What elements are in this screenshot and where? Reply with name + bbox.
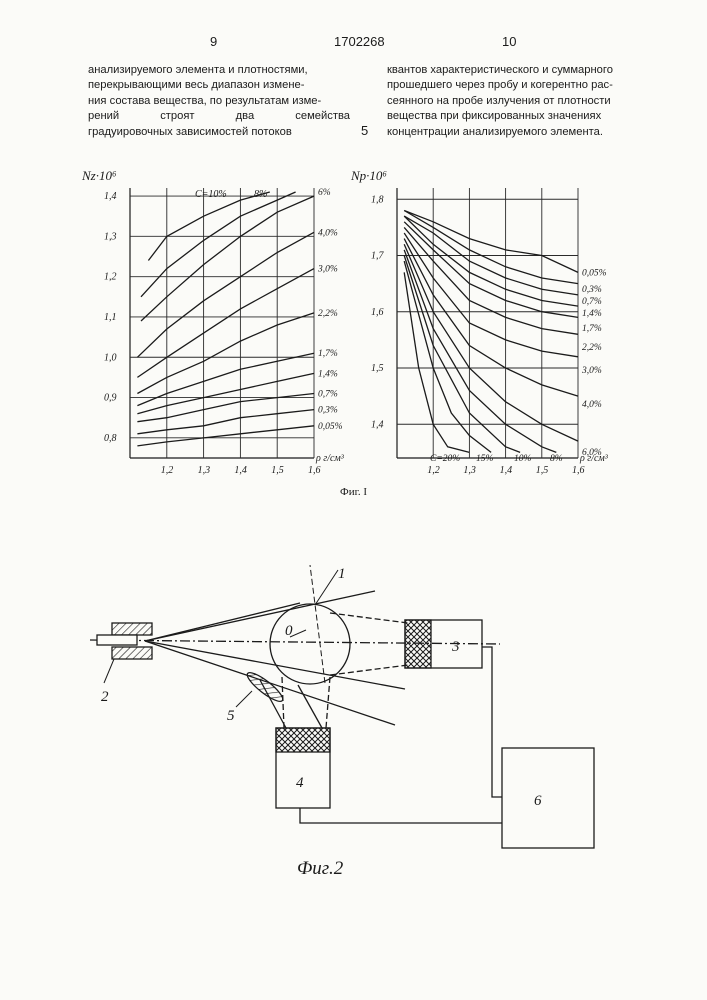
detector-3-window xyxy=(405,620,431,668)
series-label: 0,05% xyxy=(318,422,343,432)
x-tick-label: 1,3 xyxy=(463,465,476,476)
series-label: 6,0% xyxy=(582,448,602,458)
series-line-8 xyxy=(404,250,556,453)
x-tick-label: 1,2 xyxy=(161,465,174,476)
patent-number: 1702268 xyxy=(334,34,385,49)
label-2: 2 xyxy=(101,689,109,705)
series-line-005 xyxy=(137,426,314,446)
series-line-17 xyxy=(404,222,578,318)
series-label: 0,7% xyxy=(318,390,338,400)
curve-annotation: 8% xyxy=(254,189,267,200)
series-label: 6% xyxy=(318,188,331,198)
text-line: вещества при фиксированных значениях xyxy=(387,109,649,124)
series-label: 3,0% xyxy=(581,366,602,376)
x-tick-label: 1,6 xyxy=(308,465,321,476)
series-label: 4,0% xyxy=(318,228,338,238)
unit-6 xyxy=(502,748,594,848)
y-tick-label: 1,4 xyxy=(104,191,117,202)
curve-annotation: 8% xyxy=(550,454,563,464)
series-label: 4,0% xyxy=(582,400,602,410)
series-line-03 xyxy=(137,410,314,434)
x-tick-label: 1,4 xyxy=(500,465,512,476)
text-line: рений строят два семейства xyxy=(88,109,350,124)
source-collimator-top xyxy=(112,623,152,635)
page-number-left: 9 xyxy=(210,34,217,49)
source-collimator-bottom xyxy=(112,647,152,659)
series-label: 0,3% xyxy=(582,285,602,295)
x-tick-label: 1,2 xyxy=(427,465,440,476)
label-1: 1 xyxy=(338,566,346,582)
series-label: 1,4% xyxy=(318,369,338,379)
y-tick-label: 1,7 xyxy=(371,251,385,262)
y-tick-label: 1,3 xyxy=(104,231,117,242)
series-line-22 xyxy=(404,227,578,334)
y-tick-label: 1,0 xyxy=(104,352,117,363)
figure-2-apparatus: 2 1 0 3 4 5 6 xyxy=(0,565,707,905)
label-5: 5 xyxy=(227,708,235,724)
series-label: 2,2% xyxy=(582,343,602,353)
series-line-14 xyxy=(404,216,578,306)
text-line: квантов характеристического и суммарного xyxy=(387,63,649,78)
y-tick-label: 1,6 xyxy=(371,307,384,318)
label-0: 0 xyxy=(285,623,293,639)
series-label: 0,3% xyxy=(318,406,338,416)
label-4: 4 xyxy=(296,775,304,791)
y-tick-label: 1,2 xyxy=(104,272,117,283)
series-label: 0,7% xyxy=(582,297,602,307)
curve-annotation: C=10% xyxy=(195,189,227,200)
text-line: прошедшего через пробу и когерентно рас- xyxy=(387,78,649,93)
series-line-40 xyxy=(137,232,314,357)
series-label: 1,7% xyxy=(318,349,338,359)
chart-np-vs-density: 1,21,31,41,51,61,41,51,61,71,8Np·10⁶ρ г/… xyxy=(350,168,609,476)
text-line: ния состава вещества, по результатам изм… xyxy=(88,94,350,109)
series-line-22 xyxy=(137,313,314,394)
label-3: 3 xyxy=(451,639,460,655)
series-line-30 xyxy=(137,269,314,378)
text-line: перекрывающими весь диапазон измене- xyxy=(88,78,350,93)
series-label: 3,0% xyxy=(317,265,338,275)
right-text-column: квантов характеристического и суммарного… xyxy=(387,63,649,140)
curve-annotation: 10% xyxy=(514,454,532,464)
page-number-right: 10 xyxy=(502,34,516,49)
figure-1-caption: Фиг. I xyxy=(340,486,367,498)
chart-nz-vs-density: 1,2 1,3 1,4 1,5 1,6 0,8 0,9 1,0 1,1 1,2 1,3 1,4 Nz·1… xyxy=(81,168,345,476)
text-line: анализируемого элемента и плотностями, xyxy=(88,63,350,78)
curve-annotation: C=20% xyxy=(430,454,460,464)
text-line: градуировочных зависимостей потоков xyxy=(88,125,350,140)
x-tick-label: 1,5 xyxy=(536,465,549,476)
figure-2-caption: Фиг.2 xyxy=(297,858,343,880)
x-tick-label: 1,5 xyxy=(271,465,284,476)
y-axis-label: Np·10⁶ xyxy=(350,168,387,183)
filter-5 xyxy=(244,669,286,706)
wire-4-6 xyxy=(300,808,502,823)
series-line-40 xyxy=(404,239,578,397)
series-label: 1,4% xyxy=(582,309,602,319)
text-line: сеянного на пробе излучения от плотности xyxy=(387,94,649,109)
left-text-column: анализируемого элемента и плотностями, п… xyxy=(88,63,350,140)
x-tick-label: 1,3 xyxy=(198,465,211,476)
y-tick-label: 1,5 xyxy=(371,363,384,374)
y-tick-label: 1,8 xyxy=(371,194,384,205)
text-line: концентрации анализируемого элемента. xyxy=(387,125,649,140)
line-number: 5 xyxy=(361,123,368,138)
detector-4-window xyxy=(276,728,330,752)
x-axis-label: ρ г/см³ xyxy=(315,453,345,464)
series-label: 1,7% xyxy=(582,324,602,334)
curve-annotation: 15% xyxy=(476,454,494,464)
x-tick-label: 1,6 xyxy=(572,465,585,476)
x-tick-label: 1,4 xyxy=(234,465,247,476)
series-label: 2,2% xyxy=(318,309,338,319)
y-tick-label: 1,1 xyxy=(104,312,117,323)
wire-3-6 xyxy=(482,647,502,797)
label-6: 6 xyxy=(534,793,542,809)
series-label: 0,05% xyxy=(582,268,607,278)
source-tube xyxy=(97,635,137,645)
y-tick-label: 0,8 xyxy=(104,433,117,444)
series-line-8 xyxy=(141,192,296,297)
y-tick-label: 1,4 xyxy=(371,419,384,430)
y-tick-label: 0,9 xyxy=(104,393,117,404)
figure-1-graphs: 1,2 1,3 1,4 1,5 1,6 0,8 0,9 1,0 1,1 1,2 1,3 1,4 Nz·1… xyxy=(0,165,707,505)
y-axis-label: Nz·10⁶ xyxy=(81,168,117,183)
